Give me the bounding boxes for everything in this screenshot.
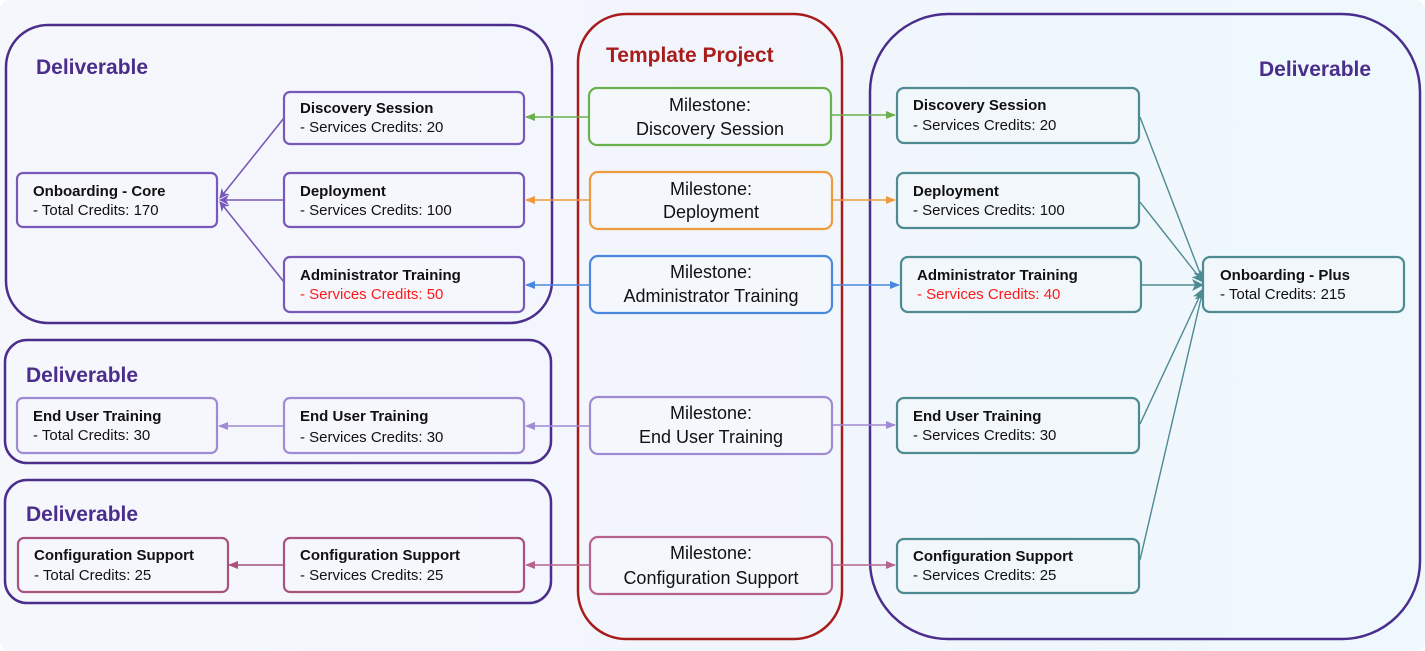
milestone-name: Administrator Training	[623, 286, 798, 306]
node-left-cfg-total[interactable]: Configuration Support - Total Credits: 2…	[16, 536, 230, 594]
right-deliverable-container	[868, 12, 1422, 641]
edge-right-cfg-to-plus	[1139, 289, 1207, 561]
template-project-title: Template Project	[606, 44, 774, 67]
node-title: Onboarding - Core	[33, 183, 166, 200]
node-right-discovery-session[interactable]: Discovery Session - Services Credits: 20	[895, 86, 1141, 145]
node-title: Administrator Training	[917, 267, 1078, 284]
node-title: End User Training	[913, 408, 1041, 425]
left-deliverable-1-title: Deliverable	[36, 56, 148, 79]
node-title: Discovery Session	[300, 100, 433, 117]
edge-right-discovery-to-plus	[1139, 116, 1205, 282]
node-detail: - Services Credits: 100	[300, 202, 452, 219]
node-detail: - Services Credits: 20	[300, 119, 443, 136]
node-detail-highlight: - Services Credits: 50	[300, 286, 443, 303]
edge-right-eut-to-plus	[1139, 288, 1204, 425]
node-detail: - Services Credits: 30	[913, 427, 1056, 444]
node-detail: - Services Credits: 100	[913, 202, 1065, 219]
node-right-end-user-training[interactable]: End User Training - Services Credits: 30	[895, 396, 1141, 455]
edge-left-admin-to-core	[219, 201, 285, 283]
node-detail: - Total Credits: 30	[33, 427, 150, 444]
milestone-name: End User Training	[639, 427, 783, 447]
node-right-deployment[interactable]: Deployment - Services Credits: 100	[895, 171, 1141, 230]
node-detail-highlight: - Services Credits: 40	[917, 286, 1060, 303]
node-detail: - Services Credits: 20	[913, 117, 1056, 134]
node-title: Configuration Support	[300, 547, 460, 564]
template-project-container	[576, 12, 844, 641]
node-detail: - Services Credits: 25	[300, 567, 443, 584]
node-left-deployment[interactable]: Deployment - Services Credits: 100	[282, 171, 526, 229]
node-detail: - Total Credits: 215	[1220, 286, 1346, 303]
edge-left-discovery-to-core	[219, 117, 285, 199]
left-deliverable-3-container	[3, 478, 553, 605]
node-title: Administrator Training	[300, 267, 461, 284]
milestone-discovery-session[interactable]: Milestone: Discovery Session	[587, 86, 833, 147]
milestone-name: Configuration Support	[623, 568, 798, 588]
milestone-label: Milestone:	[670, 179, 752, 199]
node-onboarding-core[interactable]: Onboarding - Core - Total Credits: 170	[15, 171, 219, 229]
node-detail: - Services Credits: 30	[300, 429, 443, 446]
left-deliverable-3-title: Deliverable	[26, 503, 138, 526]
milestone-end-user-training[interactable]: Milestone: End User Training	[588, 395, 834, 456]
node-left-configuration-support[interactable]: Configuration Support - Services Credits…	[282, 536, 526, 594]
left-deliverable-2-title: Deliverable	[26, 364, 138, 387]
left-deliverable-1-container	[4, 23, 554, 325]
node-title: Configuration Support	[913, 548, 1073, 565]
node-title: Configuration Support	[34, 547, 194, 564]
node-left-end-user-training[interactable]: End User Training - Services Credits: 30	[282, 396, 526, 455]
edge-right-deployment-to-plus	[1139, 201, 1204, 283]
milestone-label: Milestone:	[670, 262, 752, 282]
node-title: Onboarding - Plus	[1220, 267, 1350, 284]
node-detail: - Total Credits: 25	[34, 567, 151, 584]
node-title: Deployment	[913, 183, 999, 200]
node-left-discovery-session[interactable]: Discovery Session - Services Credits: 20	[282, 90, 526, 146]
node-right-administrator-training[interactable]: Administrator Training - Services Credit…	[899, 255, 1143, 314]
milestone-label: Milestone:	[670, 543, 752, 563]
left-deliverable-2-container	[3, 338, 553, 465]
node-detail: - Services Credits: 25	[913, 567, 1056, 584]
milestone-administrator-training[interactable]: Milestone: Administrator Training	[588, 254, 834, 315]
node-onboarding-plus[interactable]: Onboarding - Plus - Total Credits: 215	[1201, 255, 1406, 314]
node-title: End User Training	[300, 408, 428, 425]
milestone-name: Discovery Session	[636, 119, 784, 139]
milestone-name: Deployment	[663, 202, 759, 222]
node-left-administrator-training[interactable]: Administrator Training - Services Credit…	[282, 255, 526, 314]
node-title: Discovery Session	[913, 97, 1046, 114]
node-detail: - Total Credits: 170	[33, 202, 159, 219]
node-left-eut-total[interactable]: End User Training - Total Credits: 30	[15, 396, 219, 455]
right-deliverable-title: Deliverable	[1259, 58, 1371, 81]
milestone-configuration-support[interactable]: Milestone: Configuration Support	[588, 535, 834, 596]
node-title: End User Training	[33, 408, 161, 425]
milestone-label: Milestone:	[670, 403, 752, 423]
node-right-configuration-support[interactable]: Configuration Support - Services Credits…	[895, 537, 1141, 595]
node-title: Deployment	[300, 183, 386, 200]
milestone-deployment[interactable]: Milestone: Deployment	[588, 170, 834, 231]
milestone-label: Milestone:	[669, 95, 751, 115]
